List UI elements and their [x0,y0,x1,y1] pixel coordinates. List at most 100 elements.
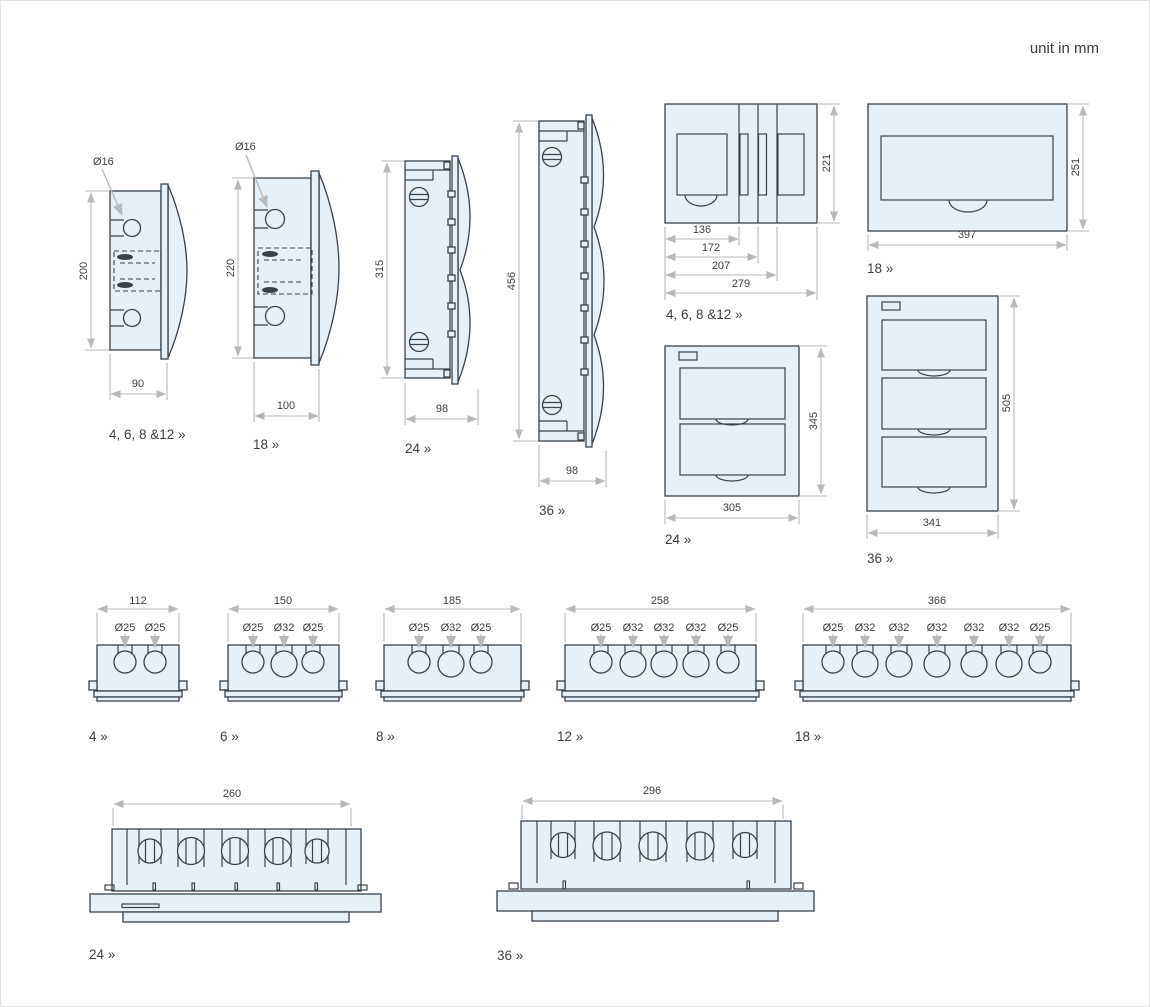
rim-details [539,121,585,441]
dim-width: 341 [923,517,941,529]
label-tag [678,351,698,361]
finger-notch [917,486,951,494]
entry-diameter-callout: Ø16 [93,156,123,216]
hole-diameter-label: Ø25 [243,622,264,634]
finger-notch [917,428,951,436]
width-dimension: 185 [383,595,522,642]
figure-label: 4, 6, 8 &12 » [666,307,743,322]
side-view-18: 220 Ø16 100 18 » [225,141,340,452]
width-dimension: 112 [96,595,180,642]
front-view-24: 345 305 24 » [664,345,827,547]
knockout-view-8: 185 Ø25 Ø32 Ø25 8 » [375,595,530,744]
figure-label: 36 » [867,551,893,566]
enclosure-top-drawing [375,644,530,702]
hidden-terminal-outline [113,250,162,292]
width-dimension: 341 [866,515,999,539]
hole-diameter-label: Ø25 [471,622,492,634]
knockout-view-18: 366 Ø25 Ø32 Ø32 Ø32 Ø32 [794,595,1080,744]
dim-height: 456 [506,272,518,290]
knockout-view-4: 112 Ø25 Ø25 4 » [88,595,188,744]
width-dimension: 305 [664,500,800,524]
hole-diameter-label: Ø32 [623,622,644,634]
hidden-terminal-outline [257,247,313,295]
dim-width: 296 [643,785,661,797]
depth-dimension: 90 [109,354,168,400]
front-frame [310,170,320,366]
dim-depth: 98 [436,403,448,415]
height-dimension: 505 [998,295,1020,512]
dim-width: 279 [732,278,750,290]
enclosure-front-drawing [664,103,818,224]
enclosure-top-drawing [556,644,765,702]
enclosure-base-drawing [496,820,815,922]
hole-diameter-label: Ø25 [115,622,136,634]
width-dimension: 296 [521,785,784,819]
module-window [679,423,786,476]
hole-diameter-label: Ø32 [855,622,876,634]
hole-diameter-label: Ø32 [686,622,707,634]
dim-depth: 90 [132,378,144,390]
figure-label: 6 » [220,729,239,744]
base-view-36: 296 36 » [496,785,815,963]
figure-label: 36 » [497,948,523,963]
front-frame [160,183,169,360]
hole-callouts: Ø25 Ø32 Ø32 Ø32 Ø32 Ø32 Ø25 [823,622,1051,648]
cover-flange [496,890,815,912]
cover-profile [318,172,340,364]
dim-width: 185 [443,595,461,607]
width-dimension: 150 [227,595,340,642]
hole-diameter-label: Ø32 [889,622,910,634]
dim-height: 221 [821,154,833,172]
enclosure-body [253,177,312,359]
hole-callouts: Ø25 Ø32 Ø25 [409,622,492,648]
dim-height: 251 [1070,158,1082,176]
depth-dimension: 98 [404,382,479,425]
knockout-view-6: 150 Ø25 Ø32 Ø25 6 » [219,595,348,744]
hole-diameter-label: Ø32 [999,622,1020,634]
hole-diameter-label: Ø32 [927,622,948,634]
height-dimension: 456 [506,120,539,442]
side-view-24: 315 98 24 » [374,155,479,456]
side-view-36: 456 98 36 » [506,114,607,518]
hole-diameter-label: Ø32 [964,622,985,634]
dim-entry-diameter: Ø16 [93,156,114,168]
figure-label: 36 » [539,503,565,518]
front-view-36: 505 341 36 » [866,295,1020,566]
side-view-4-6-8-12: 200 Ø16 90 4, 6, 8 &12 » [78,156,188,442]
side-clips [580,176,589,376]
hole-diameter-label: Ø25 [718,622,739,634]
hole-diameter-label: Ø32 [654,622,675,634]
cable-entries [110,218,142,328]
hole-callouts: Ø25 Ø25 [115,622,165,648]
entry-diameter-callout: Ø16 [235,141,268,208]
dim-height: 505 [1001,394,1013,412]
dim-width: 397 [958,229,976,241]
module-window [880,135,1054,201]
dim-height: 220 [225,259,237,277]
height-dimension: 251 [1067,103,1089,232]
enclosure-front-drawing [664,345,800,497]
height-dimension: 220 [225,177,254,359]
height-dimension: 221 [817,103,840,224]
knockout-view-12: 258 Ø25 Ø32 Ø32 Ø32 Ø25 12 [556,595,765,744]
enclosure-side-drawing [109,183,188,360]
hole-diameter-label: Ø25 [823,622,844,634]
dim-depth: 100 [277,400,295,412]
figure-label: 18 » [867,261,893,276]
enclosure-outline [664,103,818,224]
cover-profile [457,157,471,383]
width-dimension: 366 [802,595,1072,642]
hole-diameter-label: Ø25 [1030,622,1051,634]
hole-diameter-label: Ø32 [441,622,462,634]
dim-width: 172 [702,242,720,254]
dim-entry-diameter: Ø16 [235,141,256,153]
dim-height: 200 [78,262,90,280]
hole-callouts: Ø25 Ø32 Ø25 [243,622,323,648]
dim-width: 207 [712,260,730,272]
front-frame [451,155,459,385]
dim-height: 315 [374,260,386,278]
width-dimension: 260 [112,788,352,826]
cover-profile [591,117,605,445]
enclosure-outline [866,295,999,512]
